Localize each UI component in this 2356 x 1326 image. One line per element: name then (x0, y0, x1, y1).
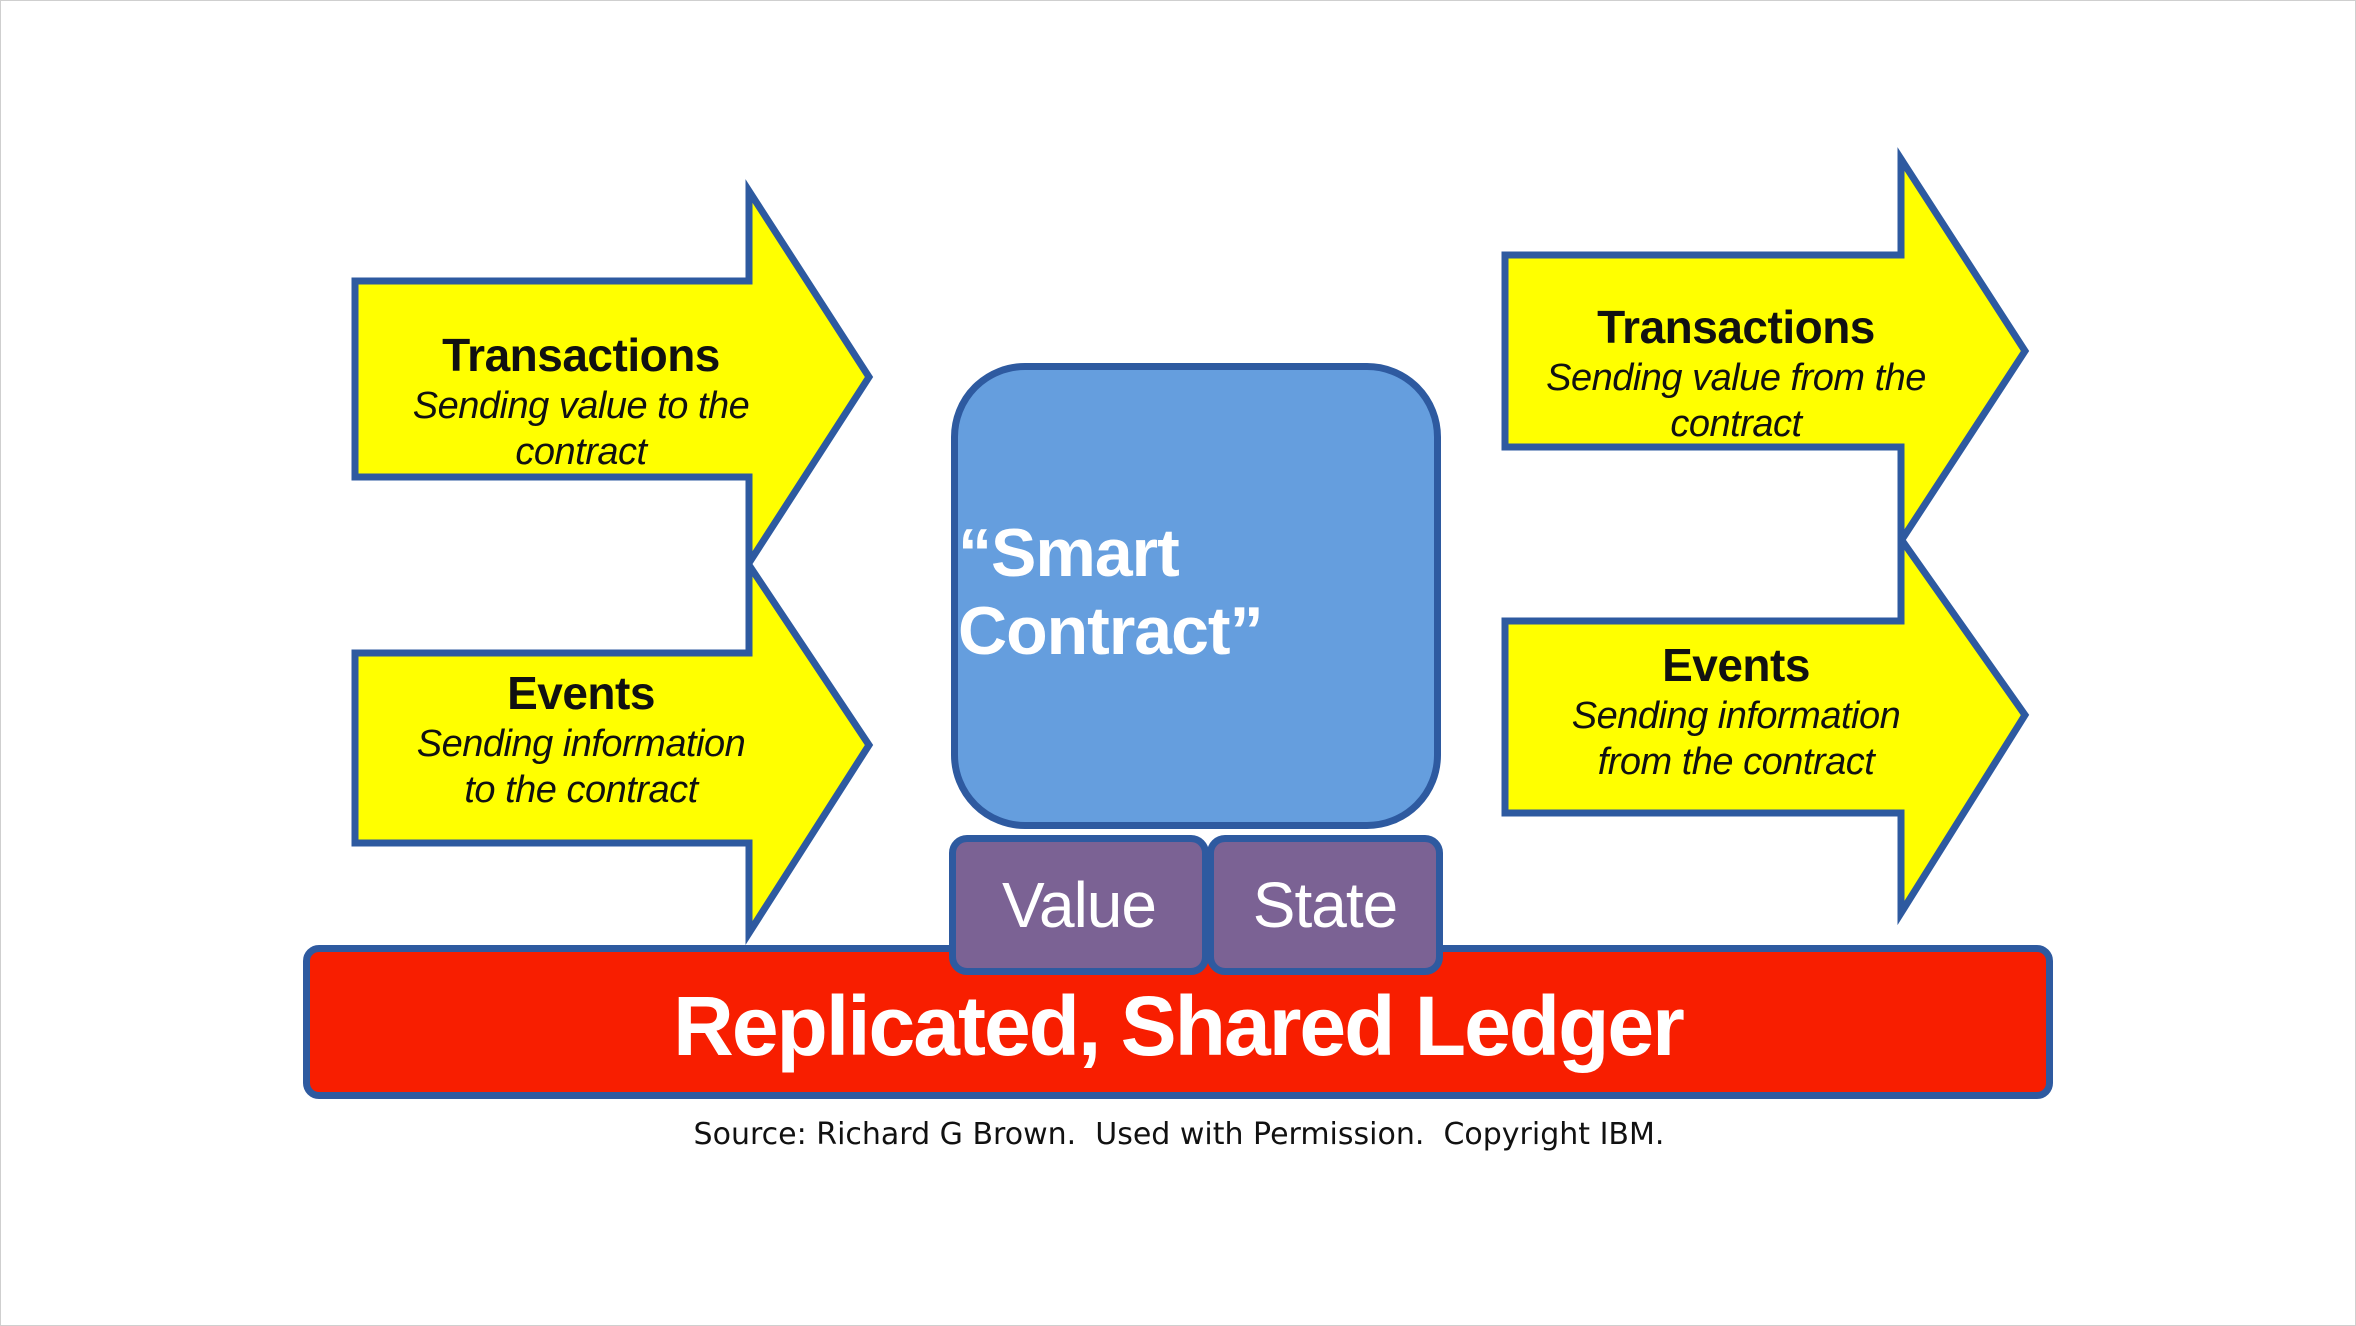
state-cell: State (1207, 835, 1443, 975)
source-caption: Source: Richard G Brown. Used with Permi… (693, 1117, 1665, 1152)
smart-contract-box: “Smart Contract” (951, 363, 1441, 829)
arrow-subtitle: Sending information (416, 723, 746, 766)
state-label: State (1252, 869, 1398, 941)
arrow-transactions-out (1501, 147, 2030, 553)
arrow-subtitle: Sending information (1571, 695, 1901, 738)
arrow-transactions-in-text: Transactions Sending value to the contra… (361, 327, 801, 476)
arrow-title: Events (1662, 639, 1810, 691)
arrow-title: Events (507, 667, 655, 719)
ledger-label: Replicated, Shared Ledger (673, 978, 1685, 1073)
value-label: Value (1002, 869, 1157, 941)
arrow-subtitle: Sending value to the contract (412, 385, 750, 474)
arrow-title: Transactions (1597, 301, 1875, 353)
arrow-events-in-text: Events Sending information to the contra… (361, 665, 801, 814)
arrow-subtitle: from the contract (1597, 741, 1875, 784)
arrow-transactions-in (351, 179, 874, 575)
arrow-events-out (1501, 527, 2030, 926)
smart-contract-label: “Smart Contract” (958, 515, 1264, 669)
arrow-title: Transactions (442, 329, 720, 381)
value-cell: Value (949, 835, 1209, 975)
arrow-subtitle: to the contract (464, 769, 698, 812)
arrow-subtitle: Sending value from the contract (1546, 357, 1926, 446)
arrow-events-out-text: Events Sending information from the cont… (1501, 637, 1971, 786)
arrow-transactions-out-text: Transactions Sending value from the cont… (1501, 299, 1971, 448)
arrow-events-in (351, 553, 874, 945)
